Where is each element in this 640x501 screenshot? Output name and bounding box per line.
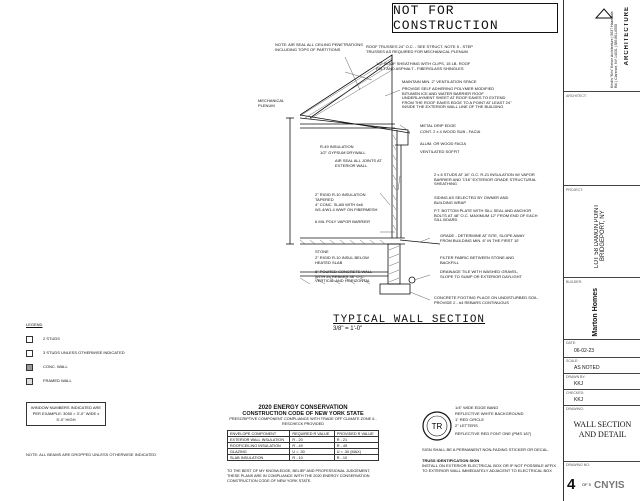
label-drawing: DRAWING: [566, 407, 584, 411]
callout-studs: 2 x 6 STUDS AT 16" O.C. R-21 INSULATION … [434, 172, 537, 187]
truss-note: 2" LETTERS [455, 423, 478, 428]
firm-logo-icon [594, 8, 614, 19]
sheet-of: OF 5 [582, 482, 591, 487]
label-checked: CHECKED: [566, 391, 585, 395]
title-block-sheet: DRAWING NO: [564, 462, 640, 501]
truss-sign-letters: TR [432, 422, 443, 431]
title-block-scale: SCALE: AS NOTED [564, 358, 640, 374]
callout-slab: 4" CONC. SLAB WITH 6x6 W1.4/W1.4 WWF ON … [315, 202, 378, 212]
callout-footing: CONCRETE FOOTING PLACE ON UNDISTURBED SO… [434, 295, 539, 305]
truss-note: 1" RED CIRCLE [455, 417, 484, 422]
drawing-title: WALL SECTION AND DETAIL [573, 420, 632, 439]
callout-ventilation: MAINTAIN MIN. 2" VENTILATION SPACE [402, 79, 477, 84]
legend-swatch [26, 363, 33, 371]
legend-item: FRAMED WALL [26, 374, 125, 388]
callout-soffit: VENTILATED SOFFIT [420, 149, 460, 154]
beam-note: NOTE: ALL BEAMS ARE DROPPED UNLESS OTHER… [26, 452, 156, 457]
callout-plenum: MECHANICAL PLENUM [258, 98, 285, 108]
callout-airseal-joints: AIR SEAL ALL JOINTS AT EXTERIOR WALL [335, 158, 382, 168]
section-caption: TYPICAL WALL SECTION [333, 314, 486, 326]
label-project: PROJECT: [566, 188, 583, 192]
legend-item: CONC. WALL [26, 360, 125, 374]
checked-value: KKJ [574, 397, 584, 403]
title-block-builder: BUILDER: Marton Homes [564, 278, 640, 340]
title-block-firm: ARCHITECTURE Kristin "Kris" Keiser Archi… [564, 0, 640, 92]
scale-value: AS NOTED [574, 365, 600, 371]
legend-swatch [26, 335, 33, 343]
legend-title: LEGEND [26, 322, 43, 327]
callout-vapor: 6 MIL POLY VAPOR BARRIER [315, 219, 370, 224]
truss-location-text: INSTALL ON EXTERIOR ELECTRICAL BOX OR IF… [422, 463, 557, 473]
callout-rigid-insul: 2" RIGID R-10 INSULATION TAPERED [315, 192, 366, 202]
callout-sheathing: 1/2" ROOF SHEATHING WITH CLIPS, 15 LB. R… [376, 61, 471, 71]
section-scale: 3/8" = 1'-0" [333, 326, 363, 332]
callout-sub-facia: CONT. 2 x 4 WOOD SUB - FACIA [420, 129, 481, 134]
truss-note: REFLECTIVE RED FONT ONE (PMS 187) [455, 431, 532, 436]
energy-subtitle: CONSTRUCTION CODE OF NEW YORK STATE [242, 411, 364, 417]
truss-note: REFLECTIVE WHITE BACKGROUND [455, 411, 524, 416]
callout-poured-wall: 8" POURED CONCRETE WALL WITH #4 REBARS 4… [315, 269, 373, 284]
callout-drip-edge: METAL DRIP EDGE [420, 123, 456, 128]
legend: LEGEND 2 STUDS 3 STUDS UNLESS OTHERWISE … [26, 318, 125, 388]
callout-bottom-plate: P.T. BOTTOM PLATE WITH SILL SEAL AND ANC… [434, 208, 538, 223]
truss-sign-note: SIGN SHALL BE A PERMANENT NON-FADING STI… [422, 447, 549, 452]
callout-grade: GRADE - DETERMINE AT SITE, SLOPE AWAY FR… [440, 233, 525, 243]
label-architect: ARCHITECT: [566, 94, 587, 98]
date-value: 06-02-23 [574, 348, 595, 354]
energy-title: 2020 ENERGY CONSERVATION [258, 405, 348, 411]
legend-swatch [26, 349, 33, 357]
energy-desc: PRESCRIPTIVE COMPONENT COMPLIANCE WITH T… [229, 417, 377, 426]
callout-note-airseal: NOTE: AIR SEAL ALL CEILING PENETRATIONS … [275, 42, 363, 52]
table-row: SLAB INSULATION R - 10 R - 10 [226, 454, 380, 461]
title-block: ARCHITECTURE Kristin "Kris" Keiser Archi… [563, 0, 640, 501]
drawn-value: KKJ [574, 381, 584, 387]
callout-drywall: 1/2" GYPSUM DRYWALL [320, 150, 366, 155]
callout-drain-tile: DRAINAGE TILE WITH WASHED GRAVEL, SLOPE … [440, 269, 522, 279]
energy-statement: TO THE BEST OF MY KNOWLEDGE, BELIEF AND … [227, 469, 371, 483]
callout-siding: SIDING AS SELECTED BY OWNER AND BUILDING… [434, 195, 509, 205]
sheet-number: 4 [567, 476, 576, 493]
title-block-date: DATE: 06-02-23 [564, 340, 640, 358]
mls-watermark: CNYIS [594, 480, 625, 491]
label-builder: BUILDER: [566, 280, 583, 284]
window-note: WINDOW NUMBERS INDICATED ARE PER EXAMPLE… [26, 402, 106, 426]
firm-name: ARCHITECTURE [624, 6, 630, 66]
project-name: LOT 58 DAMON POINT BRIDGEPORT, NY [594, 204, 606, 268]
label-drawn: DRAWN BY: [566, 375, 586, 379]
legend-item: 3 STUDS UNLESS OTHERWISE INDICATED [26, 346, 125, 360]
callout-filter: FILTER FABRIC BETWEEN STONE AND BACKFILL [440, 255, 515, 265]
callout-ice-barrier: PROVIDE SELF ADHERING POLYMER MODIFIED B… [402, 86, 512, 110]
table-cell: R - 10 [333, 454, 380, 461]
energy-code-block: 2020 ENERGY CONSERVATION CONSTRUCTION CO… [226, 405, 380, 484]
title-block-drawing: DRAWING: WALL SECTION AND DETAIL [564, 406, 640, 462]
callout-r49: R-49 INSULATION [320, 144, 354, 149]
callout-trusses: ROOF TRUSSES 24" O.C. - SEE STRUCT. NOTE… [366, 44, 473, 54]
label-date: DATE: [566, 341, 577, 345]
table-cell: SLAB INSULATION [226, 454, 291, 461]
callout-stone: STONE [315, 249, 329, 254]
callout-rigid-below: 2" RIGID R-10 INSUL BELOW HEATED SLAB [315, 255, 369, 265]
title-block-project: PROJECT: LOT 58 DAMON POINT BRIDGEPORT, … [564, 186, 640, 278]
truss-note: 1/4" WIDE EDGE BAND [455, 405, 499, 410]
energy-table: ENVELOPE COMPONENT REQUIRED R VALUE PROV… [226, 430, 380, 461]
truss-sign-icon: TR [422, 411, 452, 441]
title-block-architect: ARCHITECT: [564, 92, 640, 186]
label-scale: SCALE: [566, 359, 579, 363]
legend-swatch [26, 377, 33, 385]
label-drawing-no: DRAWING NO: [566, 463, 590, 467]
table-cell: R - 10 [289, 454, 335, 461]
title-block-checked: CHECKED: KKJ [564, 390, 640, 406]
not-for-construction-stamp: NOT FOR CONSTRUCTION [392, 3, 558, 33]
truss-location-title: TRUSS IDENTIFICATION SIGN [422, 458, 480, 463]
title-block-drawn: DRAWN BY: KKJ [564, 374, 640, 390]
builder-name: Marton Homes [592, 288, 599, 337]
callout-facia: ALUM. OR WOOD FACIA [420, 141, 467, 146]
legend-item: 2 STUDS [26, 332, 125, 346]
